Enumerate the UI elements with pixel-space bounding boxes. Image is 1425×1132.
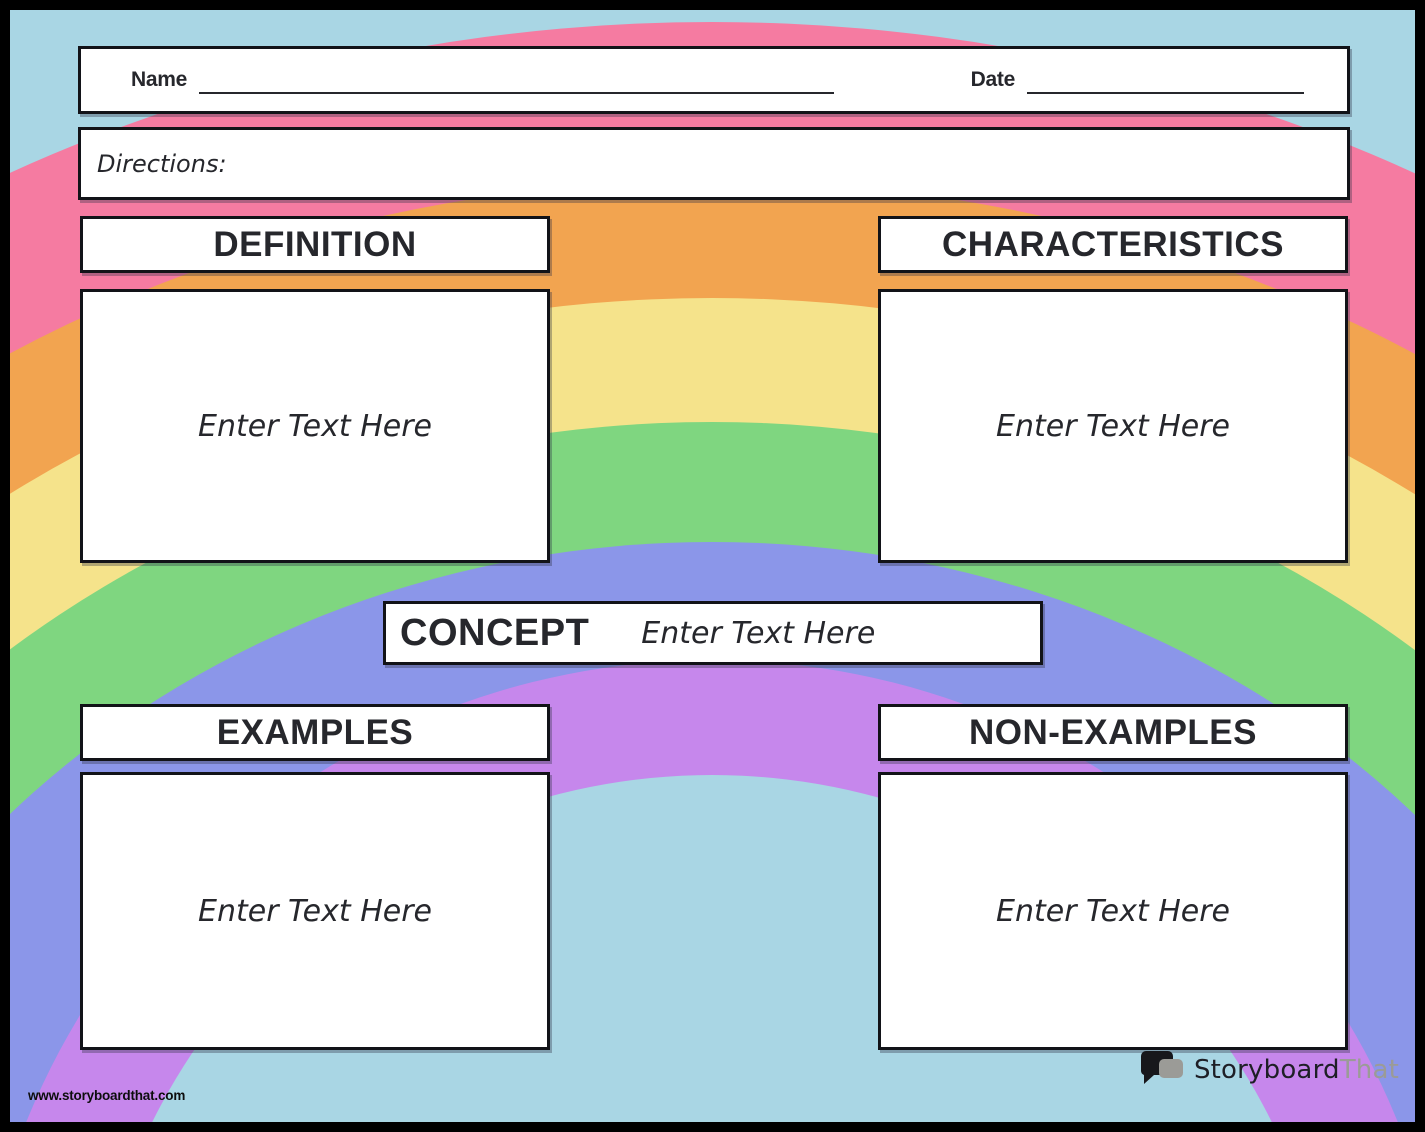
name-input-line[interactable]: [199, 66, 834, 94]
speech-bubble-gray: [1158, 1059, 1183, 1078]
logo-text-storyboard: Storyboard: [1193, 1055, 1340, 1085]
website-url: www.storyboardthat.com: [28, 1088, 186, 1103]
logo-text-that: That: [1339, 1055, 1399, 1085]
date-label: Date: [970, 68, 1016, 91]
definition-placeholder[interactable]: Enter Text Here: [198, 408, 432, 444]
logo-wordmark: StoryboardThat: [1194, 1055, 1399, 1085]
non-examples-title: NON-EXAMPLES: [969, 712, 1257, 752]
non-examples-content-box[interactable]: Enter Text Here: [878, 772, 1348, 1050]
storyboardthat-logo: StoryboardThat: [1140, 1048, 1399, 1092]
directions-box[interactable]: Directions:: [78, 127, 1350, 200]
directions-label: Directions:: [97, 149, 227, 178]
definition-title-box: DEFINITION: [80, 216, 550, 273]
concept-label: CONCEPT: [400, 611, 590, 654]
date-input-line[interactable]: [1027, 66, 1304, 94]
characteristics-title-box: CHARACTERISTICS: [878, 216, 1348, 273]
worksheet-canvas: Name Date Directions: DEFINITION Enter T…: [10, 10, 1415, 1122]
characteristics-title: CHARACTERISTICS: [942, 224, 1284, 264]
name-date-bar: Name Date: [78, 46, 1350, 114]
non-examples-placeholder[interactable]: Enter Text Here: [996, 893, 1230, 929]
name-label: Name: [131, 68, 187, 91]
non-examples-title-box: NON-EXAMPLES: [878, 704, 1348, 761]
concept-box: CONCEPT Enter Text Here: [383, 601, 1043, 665]
characteristics-placeholder[interactable]: Enter Text Here: [996, 408, 1230, 444]
examples-content-box[interactable]: Enter Text Here: [80, 772, 550, 1050]
characteristics-content-box[interactable]: Enter Text Here: [878, 289, 1348, 563]
examples-placeholder[interactable]: Enter Text Here: [198, 893, 432, 929]
speech-bubbles-icon: [1140, 1051, 1183, 1084]
concept-placeholder[interactable]: Enter Text Here: [641, 615, 876, 651]
definition-content-box[interactable]: Enter Text Here: [80, 289, 550, 563]
examples-title-box: EXAMPLES: [80, 704, 550, 761]
definition-title: DEFINITION: [213, 224, 417, 264]
examples-title: EXAMPLES: [216, 712, 414, 752]
